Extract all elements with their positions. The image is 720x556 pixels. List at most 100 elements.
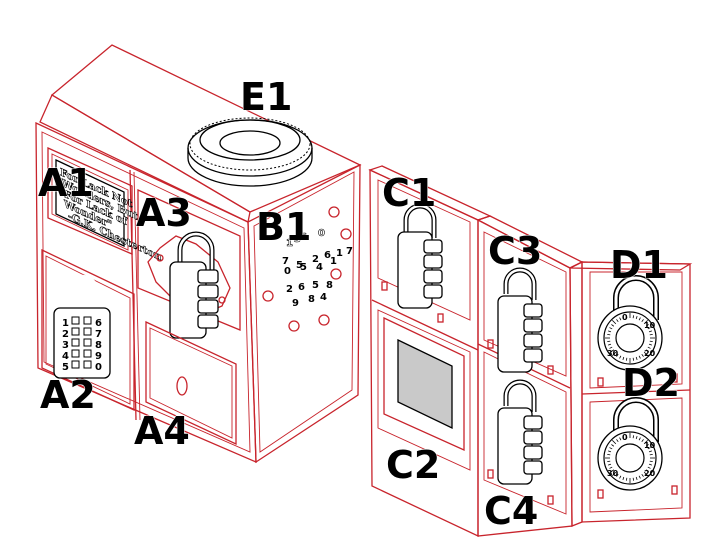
dial-tick [648,343,652,346]
dial-tick [622,316,625,320]
e1-ring [187,117,313,187]
c2-window-panel[interactable] [383,316,465,452]
c4-combination-lock[interactable] [497,379,543,485]
b1-knob[interactable] [328,206,340,218]
label-a3: A3 [136,191,192,235]
dial-tick [616,353,619,357]
b1-digit: 5 [296,260,303,271]
keypad-button[interactable] [83,327,92,336]
keypad-button[interactable] [71,327,80,336]
dial-tick [647,466,651,469]
dial-tick [638,437,641,441]
b1-digit: 1 [286,238,293,249]
a3-combination-lock[interactable] [169,231,219,339]
b1-digit: 5 [312,280,319,291]
dial-number: 30 [607,349,619,358]
dial-tick [643,440,648,445]
keypad-button[interactable] [83,360,92,369]
dial-number: 10 [644,321,656,330]
dial-tick [648,330,652,333]
dial-tick [611,444,615,447]
label-e1: E1 [240,75,292,119]
b1-knob[interactable] [340,228,352,240]
label-a1: A1 [38,161,94,205]
dial-number: 20 [644,349,656,358]
keypad-button[interactable] [83,316,92,325]
dial-tick [619,475,622,479]
keypad-digit: 4 [62,351,69,362]
keypad-digit: 5 [62,362,69,373]
label-c1: C1 [382,171,436,215]
dial-tick [638,475,641,479]
a2-panel [41,248,135,412]
keypad-button[interactable] [71,316,80,325]
c2-window [397,338,453,430]
dial-tick [616,319,619,323]
dial-tick [609,327,613,330]
b1-digit: 8 [308,294,315,305]
labels: E1 A1 A3 B1 A2 A4 C1 C3 C2 C4 D1 D2 [38,75,681,534]
keypad-digit: 0 [95,362,102,373]
a4-panel[interactable] [145,320,237,446]
b1-digit: 2 [286,284,293,295]
dial-tick [611,469,615,472]
dial-tick [622,476,625,480]
left-box [35,44,362,464]
dial-number: 20 [644,469,656,478]
dial-tick [612,440,617,445]
keypad-digit: 7 [95,329,102,340]
label-c3: C3 [488,229,542,273]
dial-tick [619,317,622,321]
b1-digit: 6 [324,250,331,261]
dial-tick [619,437,622,441]
dial-tick [619,355,622,359]
dial-number: 0 [622,313,628,322]
b1-digit: 0 [284,266,291,277]
dial-tick [641,319,644,323]
keypad-button[interactable] [71,349,80,358]
b1-knob[interactable] [318,314,330,326]
dial-tick [641,439,644,443]
c1-combination-lock[interactable] [397,203,443,309]
dial-tick [635,316,638,320]
dial-tick [612,471,617,476]
b1-digit: 4 [316,262,323,273]
c3-combination-lock[interactable] [497,267,543,373]
dial-tick [616,473,619,477]
keypad-button[interactable] [83,338,92,347]
dial-tick [645,469,649,472]
dial-tick [641,473,644,477]
keypad-digit: 8 [95,340,102,351]
dial-number: 30 [607,469,619,478]
dial-tick [648,463,652,466]
b1-knob[interactable] [262,290,274,302]
keypad-button[interactable] [83,349,92,358]
keypad-digit: 2 [62,329,69,340]
b1-digit: 4 [320,292,327,303]
b1-knob[interactable] [288,320,300,332]
dial-tick [643,471,648,476]
b1-digit: 1 [336,248,343,259]
label-b1: B1 [256,205,311,249]
dial-tick [647,447,651,450]
d1-dial-lock[interactable]: 0 10 20 30 [597,275,663,371]
keypad-button[interactable] [71,360,80,369]
b1-digit: 5 [300,262,307,273]
dial-tick [641,353,644,357]
dial-knob[interactable] [615,443,645,473]
b1-digit: 2 [312,254,319,265]
b1-knob[interactable] [330,268,342,280]
b1-digit: 1 [330,256,337,267]
label-a4: A4 [134,409,190,453]
d2-dial-lock[interactable]: 0 10 20 30 [597,397,663,491]
dial-tick [648,450,652,453]
dial-tick [643,351,648,356]
dial-tick [608,343,612,346]
keypad-digit: 9 [95,351,102,362]
keypad-digit: 3 [62,340,69,351]
dial-knob[interactable] [615,323,645,353]
keypad-button[interactable] [71,338,80,347]
